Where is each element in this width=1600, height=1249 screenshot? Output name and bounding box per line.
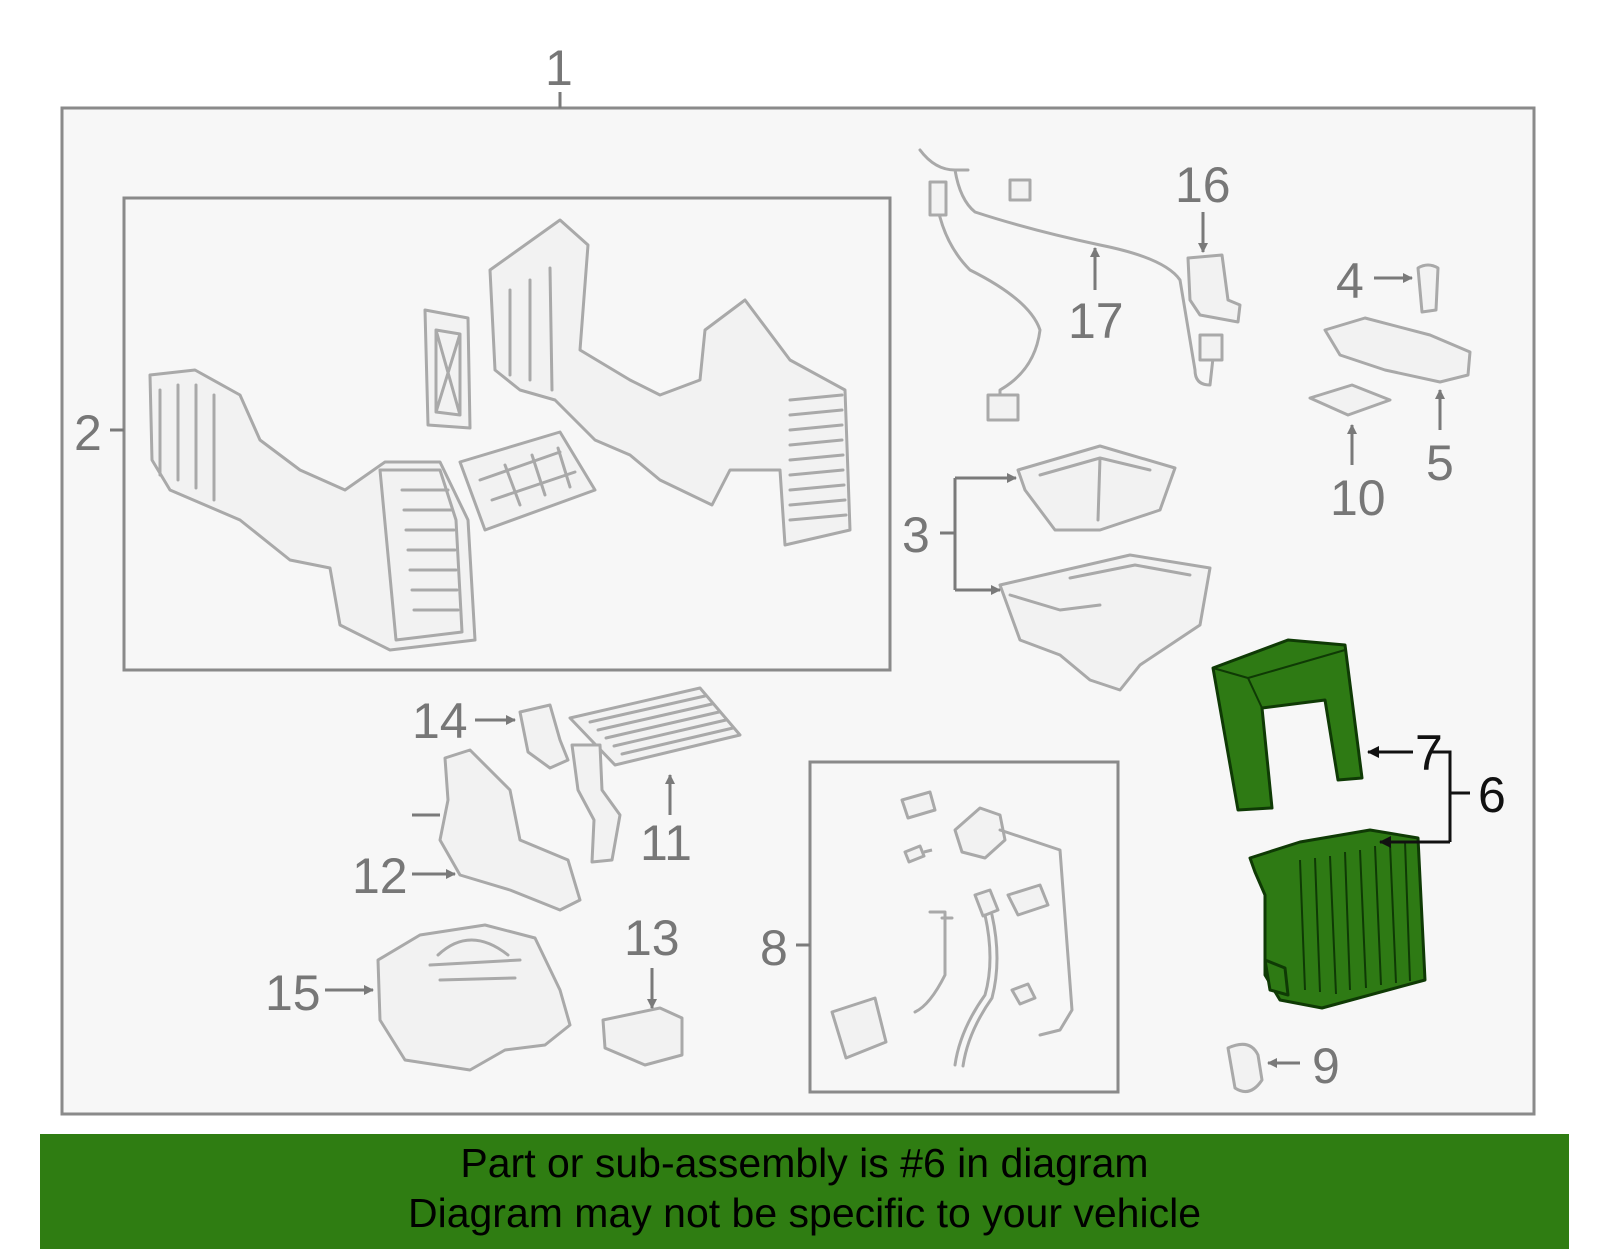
callout-4[interactable]: 4 — [1336, 253, 1364, 309]
wiring-harness-drawing — [918, 148, 1224, 422]
callout-15[interactable]: 15 — [265, 965, 321, 1021]
callout-14[interactable]: 14 — [412, 693, 468, 749]
cover-plate-drawing — [438, 748, 582, 912]
callout-6[interactable]: 6 — [1478, 767, 1506, 823]
case-halves-drawing — [998, 444, 1212, 692]
banner-line-2: Diagram may not be specific to your vehi… — [407, 1190, 1201, 1236]
callout-8[interactable]: 8 — [760, 920, 788, 976]
blower-motor-drawing — [376, 923, 572, 1072]
case-housing-drawing — [148, 218, 852, 652]
callout-5[interactable]: 5 — [1426, 435, 1454, 491]
callout-16[interactable]: 16 — [1175, 157, 1231, 213]
callout-9[interactable]: 9 — [1312, 1038, 1340, 1094]
callout-13[interactable]: 13 — [624, 910, 680, 966]
callout-2[interactable]: 2 — [74, 405, 102, 461]
callout-3[interactable]: 3 — [902, 507, 930, 563]
sensor-drawing — [1186, 253, 1242, 324]
callout-10[interactable]: 10 — [1330, 470, 1386, 526]
banner-line-1: Part or sub-assembly is #6 in diagram — [460, 1140, 1149, 1186]
pipes-drawing — [830, 790, 1074, 1068]
bracket-drawing — [1323, 316, 1472, 384]
heater-pipes-drawing — [570, 743, 622, 864]
callout-17[interactable]: 17 — [1068, 293, 1124, 349]
filter-pad-drawing — [1308, 383, 1392, 417]
gasket-drawing — [1226, 1042, 1264, 1094]
info-banner: Part or sub-assembly is #6 in diagram Di… — [40, 1134, 1569, 1249]
resistor-drawing — [601, 1006, 684, 1067]
evaporator-assembly-highlighted[interactable] — [1211, 638, 1427, 1010]
callout-12[interactable]: 12 — [352, 848, 408, 904]
clip-drawing — [1416, 263, 1440, 314]
actuator-drawing — [518, 703, 570, 770]
callout-1[interactable]: 1 — [545, 40, 573, 96]
callout-11[interactable]: 11 — [640, 815, 692, 871]
